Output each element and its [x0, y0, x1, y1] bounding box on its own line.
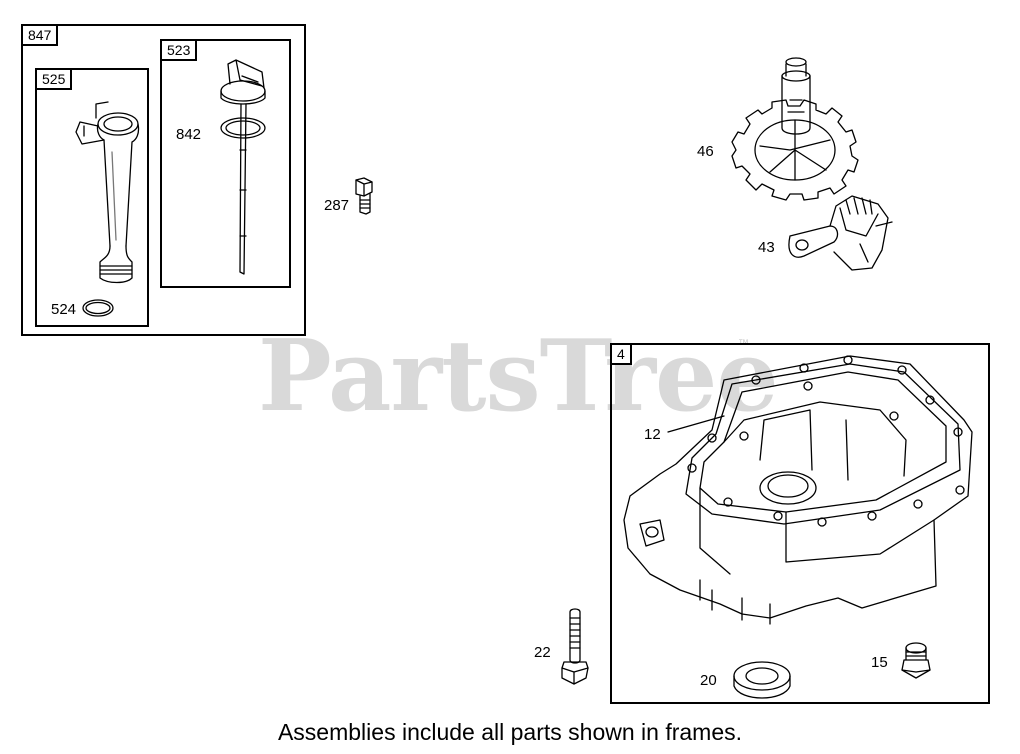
callout-43: 43: [758, 239, 775, 256]
frame-523-label: 523: [160, 39, 198, 61]
frame-4: 4: [610, 343, 990, 704]
governor-43-part: [788, 195, 893, 271]
dipstick-part: [220, 59, 266, 275]
drain-plug-15-part: [901, 642, 931, 679]
callout-524: 524: [51, 301, 77, 318]
callout-20: 20: [700, 672, 717, 689]
callout-842: 842: [176, 126, 202, 143]
callout-12: 12: [644, 426, 661, 443]
watermark: PartsTree: [258, 319, 779, 434]
bolt-287-part: [355, 177, 373, 215]
frame-4-label: 4: [610, 343, 632, 365]
assemblies-caption: Assemblies include all parts shown in fr…: [277, 719, 743, 745]
callout-15: 15: [871, 654, 888, 671]
frame-525-label: 525: [35, 68, 73, 90]
o-ring-524-part: [82, 299, 114, 317]
frame-525: 525: [35, 68, 149, 327]
crankcase-sump-part: [623, 355, 973, 625]
callout-287: 287: [324, 197, 350, 214]
callout-46: 46: [697, 143, 714, 160]
gasket-12-leader: [667, 415, 725, 433]
cam-gear-46-part: [731, 57, 859, 201]
oil-seal-20-part: [733, 661, 791, 699]
bolt-22-part: [561, 608, 589, 685]
callout-22: 22: [534, 644, 551, 661]
oil-fill-tube-part: [75, 101, 140, 284]
frame-847: 847: [21, 24, 306, 336]
frame-523: 523: [160, 39, 291, 288]
frame-847-label: 847: [21, 24, 59, 46]
